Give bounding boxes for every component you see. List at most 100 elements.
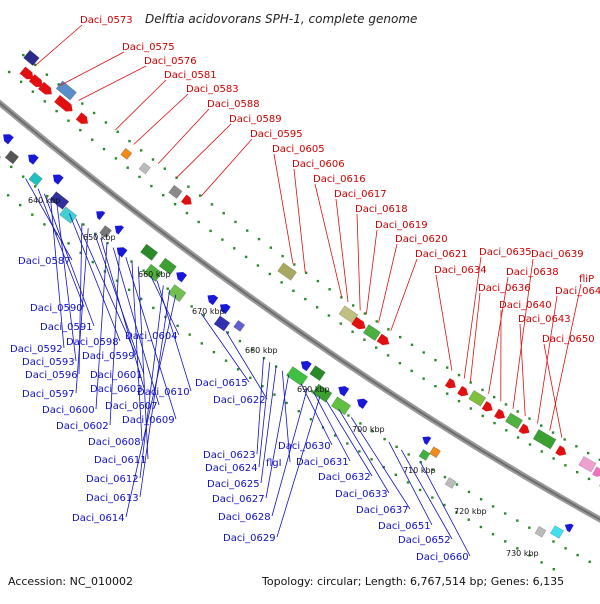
forward-gene-arrow [181, 195, 194, 208]
forward-gene-label: Daci_0606 [292, 159, 345, 170]
forward-gene-arrow [482, 401, 495, 414]
guide-dot [492, 505, 494, 507]
reverse-gene-arrow [355, 396, 368, 409]
forward-gene-label: Daci_0618 [355, 204, 408, 215]
guide-dot [127, 167, 129, 169]
forward-leader-line [177, 124, 231, 178]
scale-tick-label: 680 kbp [245, 346, 278, 355]
reverse-gene-arrow [0, 131, 13, 144]
guide-dot [517, 410, 519, 412]
forward-leader-line [115, 80, 166, 130]
guide-dot [340, 322, 342, 324]
guide-dot [347, 414, 349, 416]
forward-gene-label: Daci_0588 [207, 99, 260, 110]
reverse-gene-label: Daci_0651 [378, 521, 431, 532]
guide-dot [245, 256, 247, 258]
guide-dot [152, 307, 154, 309]
forward-leader-line [294, 169, 305, 272]
reverse-gene-arrow [174, 269, 187, 282]
guide-dot [376, 320, 378, 322]
guide-dot [213, 351, 215, 353]
forward-leader-line [201, 139, 252, 196]
reverse-gene-label: Daci_0660 [416, 552, 469, 563]
guide-dot [419, 489, 421, 491]
forward-gene-arrow [519, 424, 532, 437]
forward-gene-label: Daci_0639 [531, 249, 584, 260]
forward-gene-label: Daci_0650 [542, 334, 595, 345]
gene-block [469, 390, 486, 406]
guide-dot [407, 481, 409, 483]
guide-dot [576, 471, 578, 473]
guide-dot [233, 247, 235, 249]
reverse-leader-line [272, 388, 307, 516]
reverse-gene-label: Daci_0632 [318, 472, 371, 483]
guide-dot [505, 429, 507, 431]
reverse-gene-label: Daci_0633 [335, 489, 388, 500]
guide-dot [480, 498, 482, 500]
guide-dot [164, 168, 166, 170]
gene-block [141, 244, 158, 260]
reverse-gene-label: flgI [266, 458, 282, 469]
reverse-gene-label: Daci_0609 [122, 415, 175, 426]
guide-dot [199, 194, 201, 196]
guide-dot [528, 527, 530, 529]
forward-gene-label: Daci_0605 [272, 144, 325, 155]
gene-block [331, 397, 350, 415]
guide-dot [174, 203, 176, 205]
guide-dot [589, 561, 591, 563]
accession-label: Accession: NC_010002 [8, 575, 133, 588]
forward-leader-line [544, 344, 562, 438]
forward-gene-label: Daci_0576 [144, 56, 197, 67]
reverse-gene-label: Daci_0622 [213, 395, 266, 406]
guide-dot [552, 540, 554, 542]
forward-leader-line [550, 284, 581, 431]
guide-dot [552, 431, 554, 433]
reverse-gene-label: Daci_0631 [296, 457, 349, 468]
guide-dot [346, 442, 348, 444]
forward-gene-label: Daci_0620 [395, 234, 448, 245]
gene-labels: Daci_0573Daci_0575Daci_0576Daci_0581Daci… [10, 15, 600, 563]
gene-block [5, 151, 18, 164]
reverse-gene-label: Daci_0628 [218, 512, 271, 523]
forward-gene-label: Daci_0619 [375, 220, 428, 231]
guide-dot [564, 438, 566, 440]
guide-dot [352, 304, 354, 306]
reverse-gene-label: Daci_0627 [212, 494, 265, 505]
guide-dot [128, 289, 130, 291]
guide-dot [115, 157, 117, 159]
guide-dot [480, 526, 482, 528]
guide-dot [395, 446, 397, 448]
guide-dot [32, 90, 34, 92]
scale-tick-label: 730 kbp [506, 549, 539, 558]
forward-leader-line [274, 154, 293, 264]
guide-dot [176, 325, 178, 327]
guide-dot [364, 312, 366, 314]
forward-leader-line [391, 259, 417, 331]
gene-block [579, 456, 596, 472]
guide-dot [138, 176, 140, 178]
guide-dot [225, 360, 227, 362]
guide-dot [482, 415, 484, 417]
guide-dot [93, 112, 95, 114]
guide-dot [201, 342, 203, 344]
guide-dot [399, 336, 401, 338]
forward-gene-label: Daci_0573 [80, 15, 133, 26]
guide-dot [423, 351, 425, 353]
guide-dot [458, 400, 460, 402]
guide-dot [55, 110, 57, 112]
guide-dot [387, 354, 389, 356]
forward-gene-arrow [377, 334, 392, 348]
guide-dot [411, 370, 413, 372]
reverse-gene-label: Daci_0613 [86, 493, 139, 504]
guide-dot [223, 212, 225, 214]
reverse-gene-label: Daci_0601 [90, 370, 143, 381]
guide-dot [552, 457, 554, 459]
reverse-gene-label: Daci_0611 [94, 455, 147, 466]
forward-gene-label: Daci_0642 [555, 286, 600, 297]
reverse-gene-label: Daci_0599 [82, 351, 135, 362]
guide-dot [351, 331, 353, 333]
guide-dot [67, 120, 69, 122]
forward-gene-label: Daci_0635 [479, 247, 532, 258]
forward-leader-line [336, 199, 348, 302]
